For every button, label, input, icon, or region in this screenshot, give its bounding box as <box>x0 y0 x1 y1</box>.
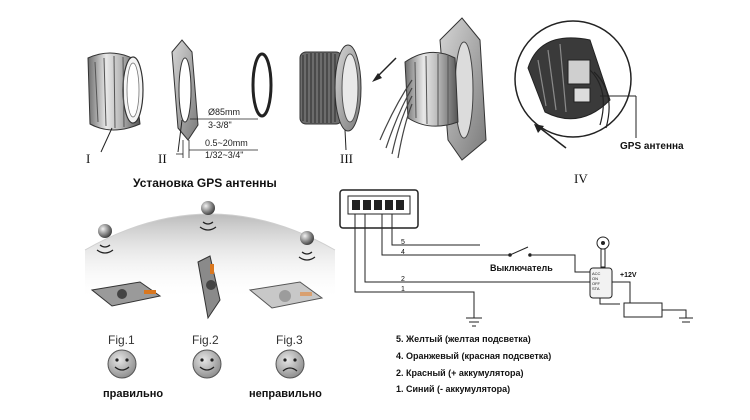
diameter-in-label: 3-3/8" <box>208 120 232 130</box>
roman-label-i: I <box>86 151 91 166</box>
wiring-diagram <box>339 189 693 327</box>
thickness-mm-label: 0.5~20mm <box>205 138 248 148</box>
roman-label-iv: IV <box>574 171 588 186</box>
part-ii-panel-flange <box>171 39 258 158</box>
ignition-sta: STA <box>592 286 600 291</box>
o-ring <box>251 52 273 118</box>
antenna-placement <box>84 201 336 320</box>
assembled-gauge <box>372 17 487 161</box>
pin-label-5: 5 <box>401 239 405 246</box>
ignition-switch <box>589 236 613 299</box>
satellite-right <box>300 231 314 245</box>
part-i-bezel <box>87 52 144 153</box>
ignition-on: ON <box>592 276 598 281</box>
gps-antenna-label: GPS антенна <box>620 141 684 152</box>
antenna-install-title: Установка GPS антенны <box>133 176 277 190</box>
fig3-label: Fig.3 <box>276 333 303 347</box>
thickness-in-label: 1/32~3/4" <box>205 150 244 160</box>
ignition-off: OFF <box>592 281 600 286</box>
fig2-board <box>197 255 221 320</box>
part-iv-gps-detail <box>514 20 637 149</box>
correct-caption: правильно <box>103 388 164 400</box>
diameter-mm-label: Ø85mm <box>208 107 241 117</box>
ignition-positions: ACC ON OFF STA <box>592 271 600 291</box>
pin-label-1: 1 <box>401 286 405 293</box>
fig1-label: Fig.1 <box>108 333 135 347</box>
voltage-label: +12V <box>620 272 637 279</box>
roman-label-iii: III <box>340 151 353 166</box>
fig2-label: Fig.2 <box>192 333 219 347</box>
switch-label: Выключатель <box>490 263 553 273</box>
part-iii-threaded-body <box>299 44 362 151</box>
legend-item-2: 2. Красный (+ аккумулятора) <box>396 368 524 378</box>
legend-item-4: 4. Оранжевый (красная подсветка) <box>396 351 552 361</box>
pin-label-4: 4 <box>401 249 405 256</box>
ignition-acc: ACC <box>592 271 601 276</box>
fig3-board <box>248 281 324 309</box>
satellite-center <box>201 201 215 215</box>
fig1-board <box>90 281 162 307</box>
incorrect-caption: неправильно <box>249 388 322 400</box>
face-happy-1 <box>107 349 137 379</box>
roman-label-ii: II <box>158 151 167 166</box>
legend-item-5: 5. Желтый (желтая подсветка) <box>396 334 531 344</box>
face-sad-3 <box>275 349 305 379</box>
legend-item-1: 1. Синий (- аккумулятора) <box>396 384 511 394</box>
satellite-left <box>98 224 112 238</box>
pin-label-2: 2 <box>401 276 405 283</box>
face-happy-2 <box>192 349 222 379</box>
